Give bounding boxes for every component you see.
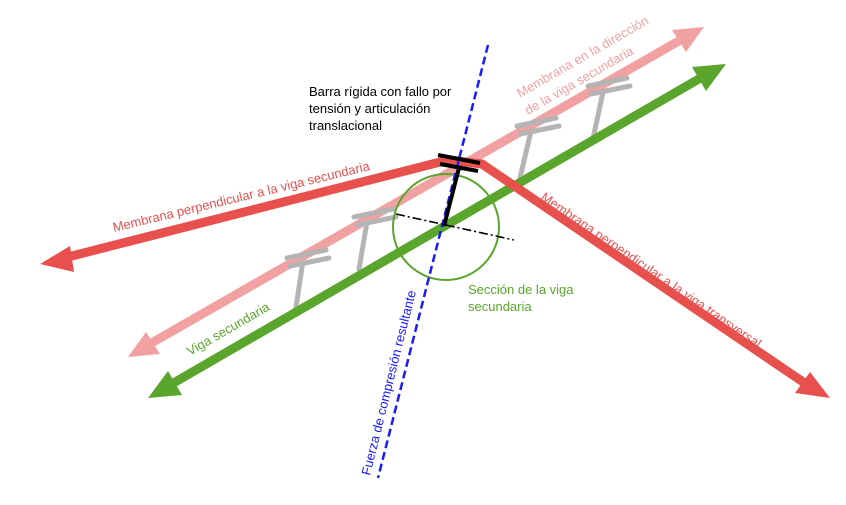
section-dash-dot-line	[395, 213, 515, 241]
rigid-bar-label: Barra rígida con fallo por tensión y art…	[309, 83, 451, 134]
connector-1	[284, 247, 332, 310]
rigid-bar	[437, 153, 481, 227]
connector-2	[351, 206, 399, 272]
connector-3	[514, 115, 562, 181]
resultant-compression-label: Fuerza de compresión resultante	[358, 289, 419, 477]
membrane-perp-secondary-arrow	[40, 155, 450, 272]
shear-connectors	[284, 75, 633, 310]
beam-section-label-line-2: secundaria	[468, 299, 532, 314]
rigid-bar-label-line-1: Barra rígida con fallo por	[309, 84, 452, 99]
resultant-compression-line	[376, 44, 490, 479]
membrane-secondary-direction-arrow	[128, 27, 704, 357]
beam-section-circle	[392, 173, 500, 281]
membrane-perp-transverse-label: Membrana perpendicular a la viga transve…	[538, 189, 764, 351]
rigid-bar-label-line-3: translacional	[309, 118, 382, 133]
beam-section-label-line-1: Sección de la viga	[468, 282, 574, 297]
connector-4	[585, 75, 633, 142]
secondary-beam-arrow	[148, 64, 726, 398]
rigid-bar-label-line-2: tensión y articulación	[309, 101, 431, 116]
beam-section-label: Sección de la viga secundaria	[468, 281, 574, 315]
membrane-perp-secondary-label: Membrana perpendicular a la viga secunda…	[111, 158, 372, 235]
